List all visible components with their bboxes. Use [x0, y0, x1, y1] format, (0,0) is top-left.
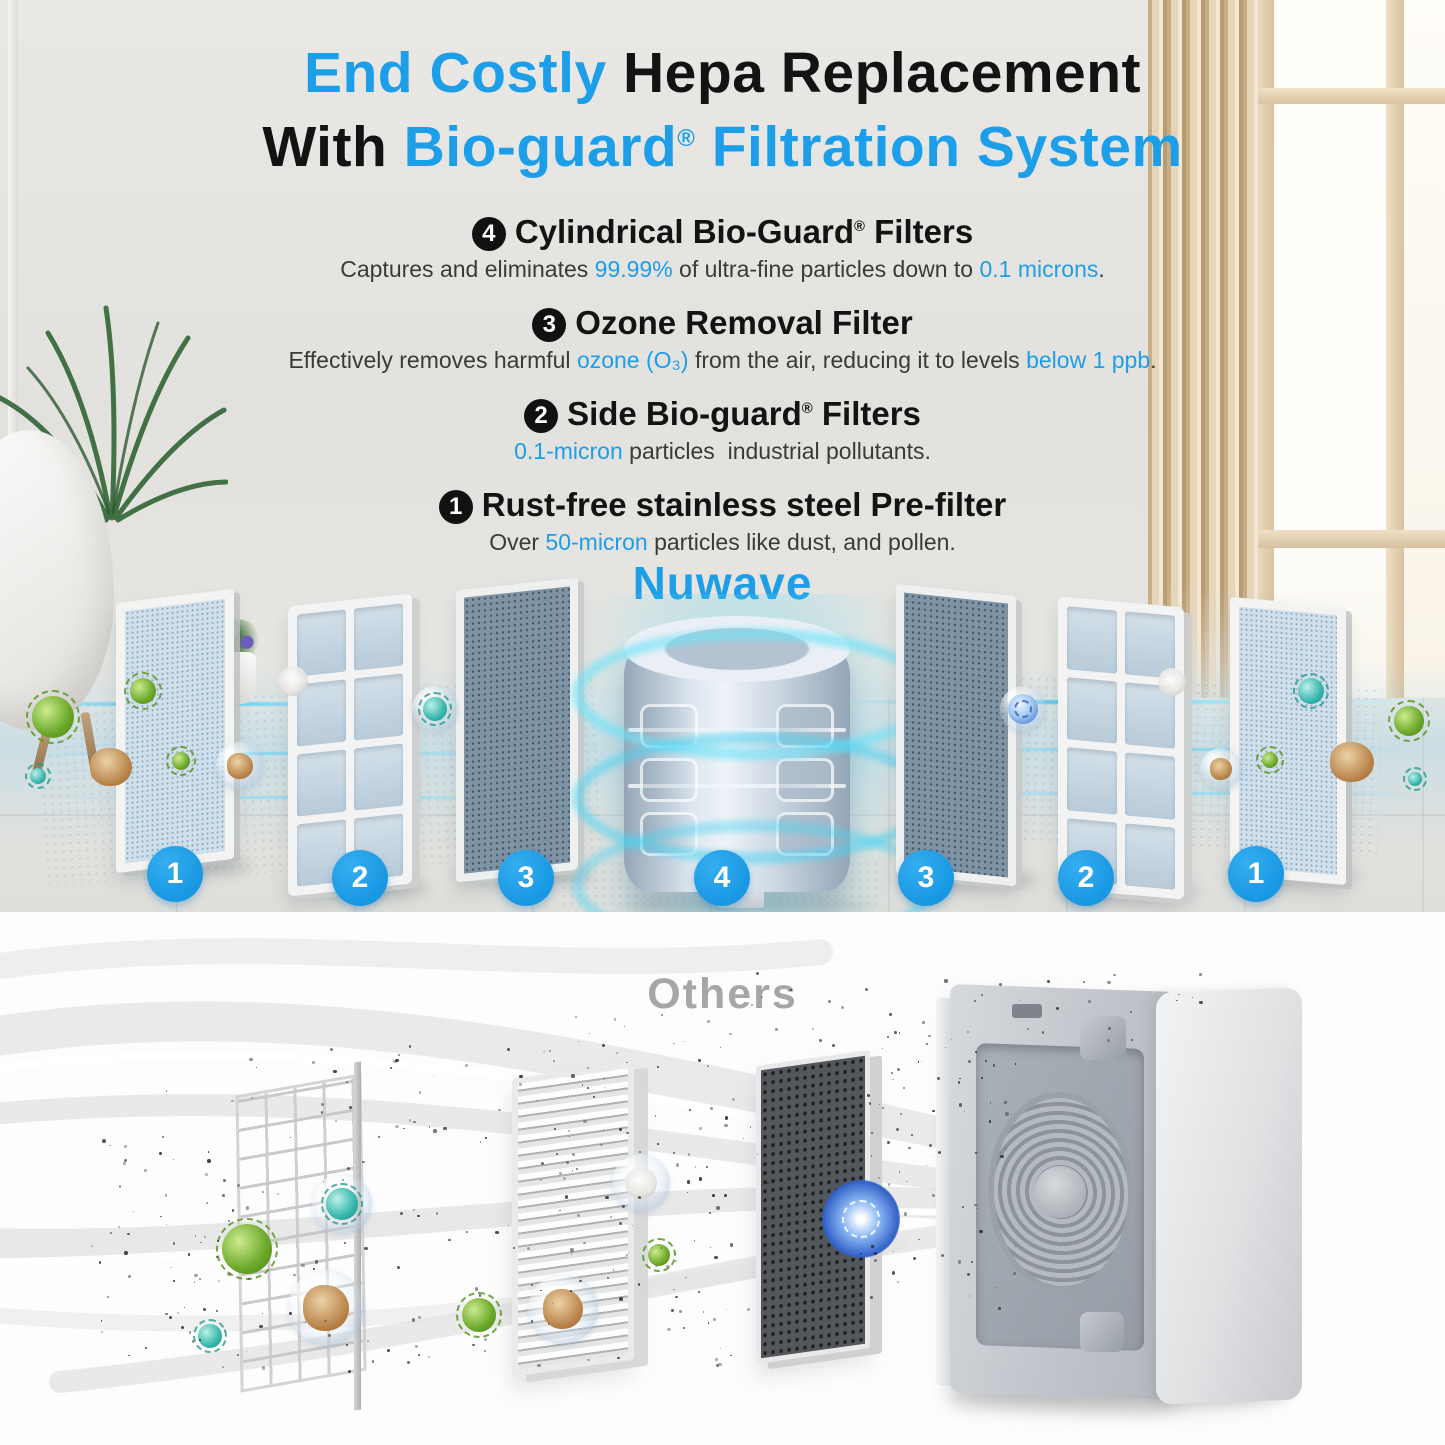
headline-line1: End Costly Hepa Replacement	[303, 41, 1142, 105]
window-frame	[1386, 0, 1404, 872]
virus-particle	[124, 672, 162, 710]
pre-filter-panel-left	[116, 588, 234, 874]
unit-fan-hub	[1034, 1166, 1086, 1218]
filter-step-badge: 1	[1228, 846, 1284, 902]
dust-particle	[90, 748, 132, 786]
cylindrical-bio-guard-filter	[558, 594, 936, 912]
feature-number-badge: 4	[471, 217, 506, 251]
pre-filter-panel-right	[1230, 596, 1346, 886]
filter-step-badge: 2	[1058, 850, 1114, 906]
registered-mark: ®	[854, 219, 865, 235]
window-mullion	[1258, 88, 1445, 104]
filter-step-badge: 1	[147, 846, 203, 902]
feature-subtitle: Captures and eliminates 99.99% of ultra-…	[340, 256, 1105, 282]
virus-particle	[1403, 767, 1427, 791]
bubble-particle	[1200, 748, 1242, 790]
virus-particle	[193, 1319, 227, 1353]
registered-mark: ®	[801, 401, 813, 417]
virus-particle	[1293, 673, 1329, 709]
filter-step-badge: 4	[694, 850, 750, 906]
others-label: Others	[647, 970, 798, 1018]
dust-particle	[1330, 742, 1374, 782]
nuwave-scene: End Costly Hepa Replacement With Bio-gua…	[0, 0, 1445, 912]
filter-step-badge: 3	[498, 850, 554, 906]
brand-label: Nuwave	[632, 557, 813, 609]
feature-subtitle: 0.1-micron particles industrial pollutan…	[514, 438, 931, 464]
others-wire-post	[354, 1061, 361, 1411]
registered-mark: ®	[677, 125, 696, 152]
bubble-particle	[288, 1270, 364, 1346]
virus-particle	[216, 1218, 278, 1280]
virus-particle	[1388, 700, 1430, 742]
virus-particle	[642, 1238, 676, 1272]
feature-subtitle: Effectively removes harmful ozone (O₃) f…	[288, 347, 1157, 373]
feature-number-badge: 3	[532, 308, 567, 342]
headline-accent: Bio-guard	[403, 115, 678, 179]
ozone-filter-panel-right	[896, 583, 1016, 887]
virus-particle	[26, 690, 80, 744]
feature-number-badge: 1	[438, 490, 473, 524]
feature-subtitle: Over 50-micron particles like dust, and …	[489, 529, 956, 555]
fuzz-particle	[1158, 668, 1186, 696]
filter-step-badge: 2	[332, 850, 388, 906]
bubble-particle	[216, 742, 264, 790]
virus-particle	[166, 746, 196, 776]
headline-accent: Filtration System	[695, 115, 1183, 179]
feature-number-badge: 2	[524, 399, 559, 433]
others-purifier-unit	[930, 982, 1316, 1422]
virus-particle	[456, 1292, 502, 1338]
virus-particle	[1256, 746, 1284, 774]
headline-line2: With Bio-guard® Filtration System	[262, 115, 1183, 179]
virus-particle	[25, 763, 51, 789]
others-scene: Others	[0, 912, 1445, 1445]
headline-accent: End Costly	[303, 41, 607, 105]
bubble-particle	[1000, 686, 1046, 732]
bubble-particle	[312, 1174, 372, 1234]
filter-step-badge: 3	[898, 850, 954, 906]
wall-corner	[8, 0, 18, 700]
bubble-particle	[528, 1274, 598, 1344]
fuzz-particle	[278, 666, 308, 696]
bubble-particle	[412, 686, 458, 732]
headline: End Costly Hepa Replacement With Bio-gua…	[0, 40, 1445, 180]
bubble-particle	[612, 1154, 670, 1212]
unit-side-panel	[1156, 987, 1302, 1405]
captured-virus-glow	[822, 1180, 900, 1258]
window-mullion	[1258, 530, 1445, 548]
